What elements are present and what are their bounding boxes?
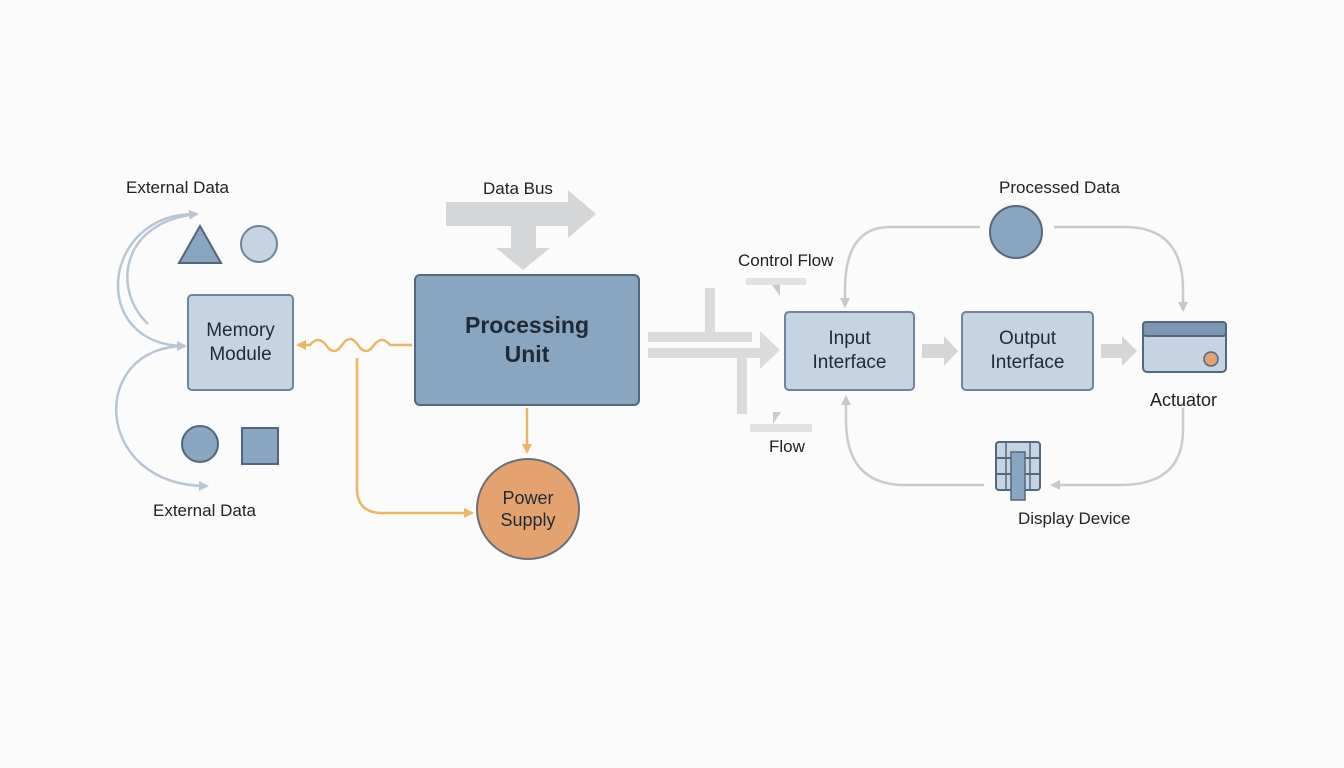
light-circle-shape xyxy=(240,225,278,263)
memory-module-box: Memory Module xyxy=(187,294,294,391)
input-interface-box: Input Interface xyxy=(784,311,915,391)
square-shape xyxy=(241,427,279,465)
data-bus-label: Data Bus xyxy=(483,179,553,198)
input-interface-label: Input Interface xyxy=(812,328,887,373)
flow-pipe-horizontal-b xyxy=(648,348,760,358)
processed-data-to-actuator-arc xyxy=(1054,225,1188,312)
display-device-label: Display Device xyxy=(1018,509,1131,528)
data-bus-down-arrow xyxy=(496,226,550,270)
display-device-icon xyxy=(995,441,1041,501)
external-data-top-label: External Data xyxy=(126,178,229,197)
output-to-actuator-arrow xyxy=(1101,336,1137,366)
flow-pipe-horizontal-a xyxy=(648,332,752,342)
actuator-to-display-arc xyxy=(1050,408,1185,490)
processed-data-label: Processed Data xyxy=(999,178,1120,197)
external-data-bottom-label: External Data xyxy=(153,501,256,520)
processing-unit-label: Processing Unit xyxy=(465,312,589,367)
external-data-top-return xyxy=(126,209,199,325)
memory-module-label: Memory Module xyxy=(206,319,275,365)
flow-label: Flow xyxy=(769,437,805,456)
control-flow-label: Control Flow xyxy=(738,251,834,270)
flow-tick xyxy=(750,424,812,432)
control-flow-tick-corner xyxy=(772,285,780,296)
processed-data-to-input-arc xyxy=(840,225,980,308)
power-supply-circle: Power Supply xyxy=(476,458,580,560)
power-supply-label: Power Supply xyxy=(500,487,556,531)
data-bus-arrow xyxy=(446,190,596,238)
processed-data-circle xyxy=(989,205,1043,259)
processing-unit-box: Processing Unit xyxy=(414,274,640,406)
circle-shape xyxy=(181,425,219,463)
actuator-icon xyxy=(1142,321,1227,373)
flow-pipe-vertical-a xyxy=(705,288,715,338)
power-branch-link xyxy=(355,358,474,518)
power-wave-link xyxy=(296,337,412,353)
flow-pipe-vertical-b xyxy=(737,352,747,414)
display-to-input-arc xyxy=(841,395,984,487)
triangle-shape xyxy=(177,223,223,264)
output-interface-label: Output Interface xyxy=(990,328,1065,373)
output-interface-box: Output Interface xyxy=(961,311,1094,391)
external-data-bottom-loop xyxy=(114,344,209,491)
flow-tick-corner xyxy=(773,412,781,424)
control-flow-tick xyxy=(746,278,806,285)
flow-arrow-head xyxy=(760,331,780,369)
external-data-top-loop xyxy=(116,212,198,351)
input-to-output-arrow xyxy=(922,336,958,366)
actuator-label: Actuator xyxy=(1150,390,1218,410)
